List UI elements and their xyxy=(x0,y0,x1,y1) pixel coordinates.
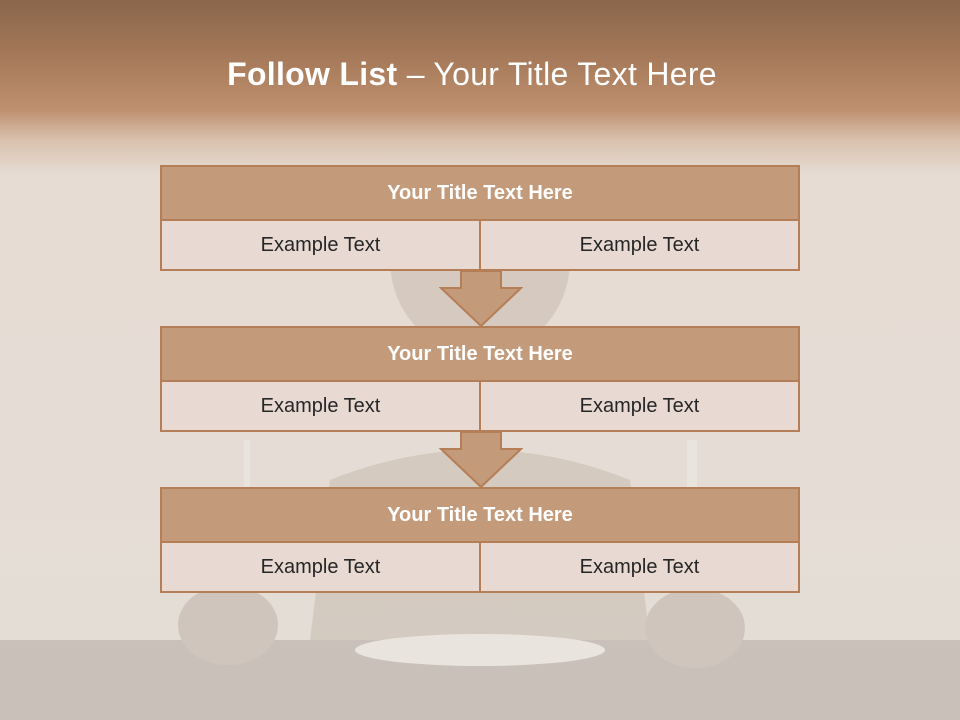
block-cell-left: Example Text xyxy=(260,394,381,417)
block-cell-left: Example Text xyxy=(260,555,381,578)
block-cell-right: Example Text xyxy=(479,382,798,430)
title-rest-part: – Your Title Text Here xyxy=(397,56,717,92)
block-title: Your Title Text Here xyxy=(160,487,800,543)
block-cell-right: Example Text xyxy=(479,543,798,591)
down-arrow-icon xyxy=(439,270,523,328)
down-arrow-icon xyxy=(439,431,523,489)
block-cell-right: Example Text xyxy=(479,221,798,269)
block-title: Your Title Text Here xyxy=(160,165,800,221)
list-block-2: Your Title Text Here Example Text Exampl… xyxy=(160,326,800,432)
slide-title: Follow List – Your Title Text Here xyxy=(0,56,944,93)
block-cell-left: Example Text xyxy=(260,233,381,256)
block-title: Your Title Text Here xyxy=(160,326,800,382)
list-block-3: Your Title Text Here Example Text Exampl… xyxy=(160,487,800,593)
block-row: Example Text Example Text xyxy=(160,221,800,271)
block-row: Example Text Example Text xyxy=(160,543,800,593)
title-bold-part: Follow List xyxy=(227,56,398,92)
block-row: Example Text Example Text xyxy=(160,382,800,432)
list-block-1: Your Title Text Here Example Text Exampl… xyxy=(160,165,800,271)
